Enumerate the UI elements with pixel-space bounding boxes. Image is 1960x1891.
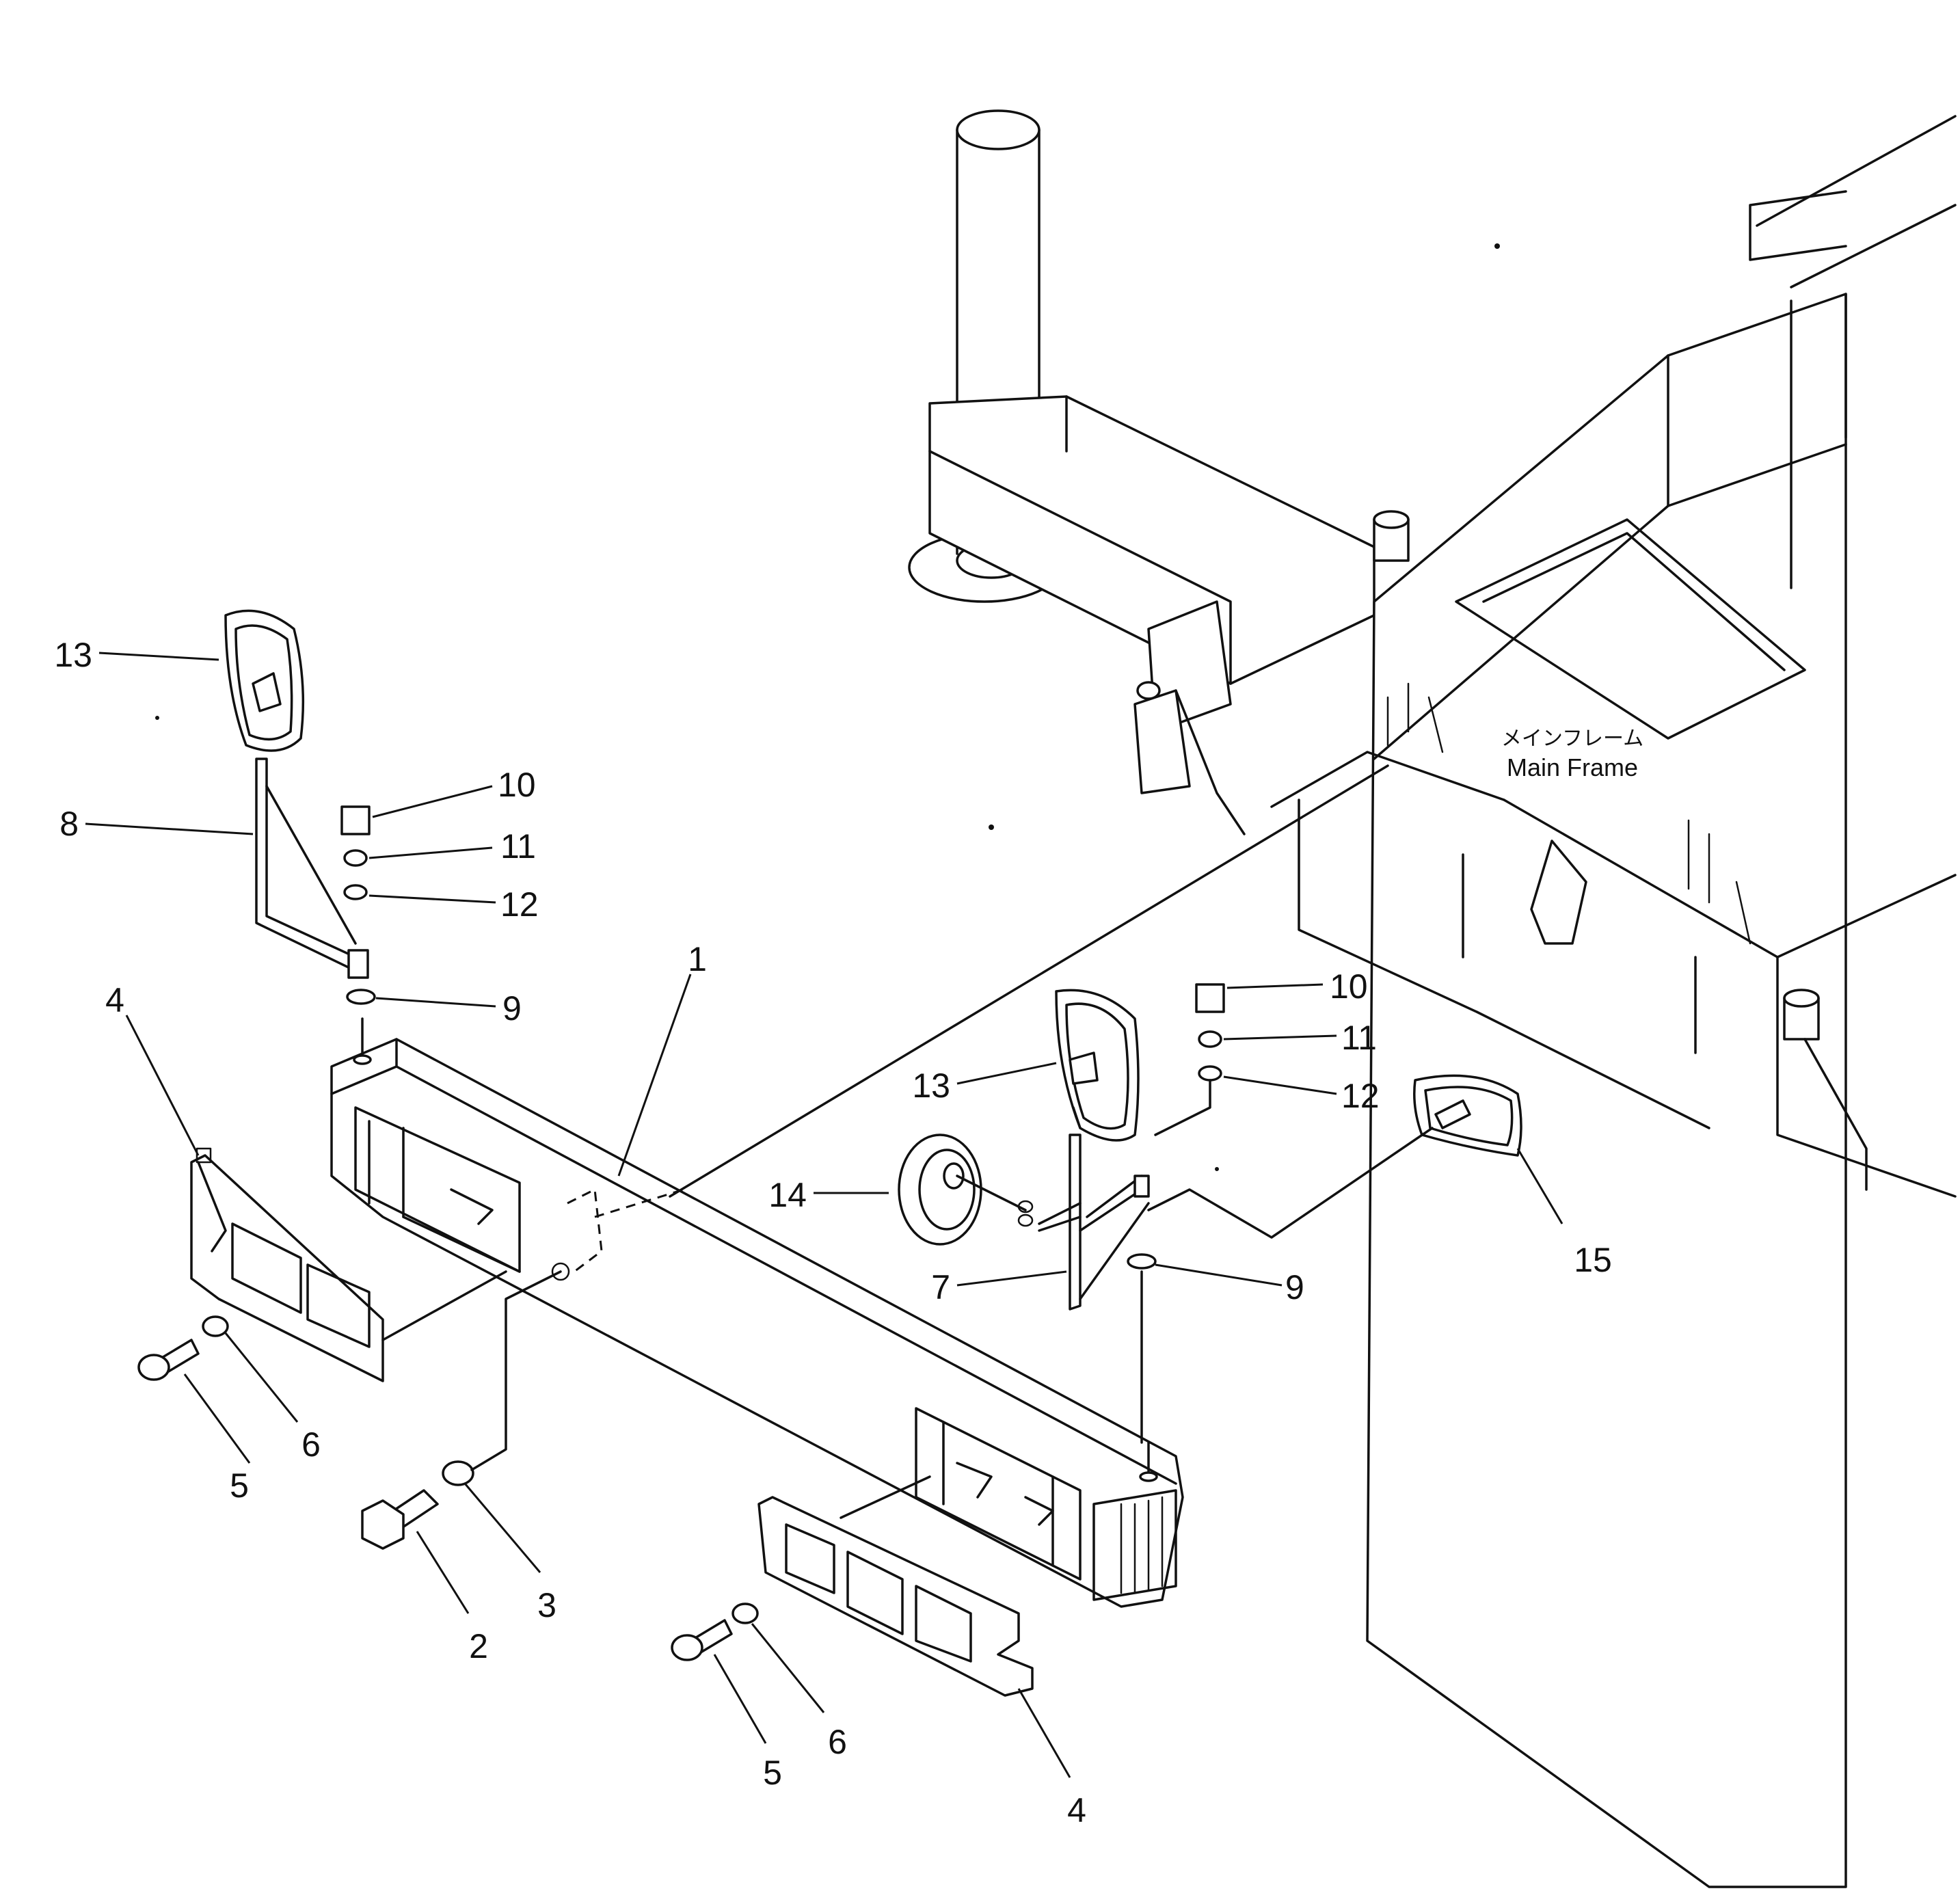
callout-11-right: 11: [1341, 1019, 1377, 1057]
callouts: 1 2 3 4 4 5 5 6 6 7 8 9 9 10 10 11 11 12…: [54, 636, 1611, 1829]
mirror-stay-8: [255, 757, 369, 979]
main-frame-label-jp: メインフレーム: [1501, 727, 1643, 751]
callout-10-right: 10: [1330, 967, 1368, 1006]
washer-3: [442, 1460, 474, 1486]
main-frame-label-en: Main Frame: [1507, 753, 1638, 781]
washer-6-right: [731, 1602, 759, 1624]
main-frame: メインフレーム Main Frame: [908, 109, 1957, 1888]
leader-lines: [85, 652, 1563, 1778]
washer-12-left: [343, 884, 368, 900]
bolt-2: [361, 1489, 439, 1550]
washer-12-right: [1198, 1065, 1222, 1082]
callout-13-left: 13: [54, 636, 92, 674]
rear-lamp-15: [1147, 1074, 1522, 1239]
callout-1: 1: [688, 940, 707, 978]
callout-12-left: 12: [500, 885, 539, 924]
callout-13-right: 13: [912, 1067, 950, 1105]
callout-6-right: 6: [828, 1723, 847, 1761]
washer-3-leader-line: [470, 1270, 562, 1471]
lock-washer-11-right: [1198, 1030, 1222, 1048]
left-cover-4: [190, 1147, 507, 1382]
nut-10-right: [1195, 983, 1225, 1013]
callout-6-left: 6: [301, 1425, 321, 1464]
scan-speckles: [155, 243, 1500, 1171]
mirror-stay-7: [1038, 1106, 1150, 1311]
callout-10-left: 10: [498, 766, 536, 804]
callout-15: 15: [1574, 1241, 1612, 1279]
washer-9-right: [1127, 1253, 1157, 1270]
callout-4-right: 4: [1067, 1791, 1086, 1829]
frame-reference-line: [669, 764, 1389, 1198]
callout-5-right: 5: [763, 1754, 782, 1792]
right-cover-4: [757, 1475, 1034, 1697]
washer-9-left: [346, 989, 376, 1005]
washer-12-right-line: [1154, 1079, 1211, 1136]
callout-5-left: 5: [230, 1466, 249, 1505]
callout-9-left: 9: [502, 989, 522, 1028]
callout-2: 2: [469, 1627, 488, 1665]
mirror-13-right: [1055, 989, 1140, 1142]
callout-14: 14: [768, 1176, 807, 1214]
screw-5-right: [671, 1619, 733, 1661]
callout-11-left: 11: [500, 827, 536, 866]
callout-3: 3: [537, 1586, 556, 1624]
callout-7: 7: [931, 1268, 950, 1306]
bumper-beam: [330, 1017, 1184, 1608]
callout-9-right: 9: [1285, 1268, 1304, 1306]
nut-10-left: [340, 805, 371, 835]
callout-12-right: 12: [1341, 1077, 1380, 1115]
screw-5-left: [137, 1339, 200, 1381]
callout-4-left: 4: [105, 981, 124, 1019]
callout-8: 8: [59, 805, 79, 843]
lock-washer-11-left: [343, 849, 368, 867]
convex-mirror-14: [898, 1134, 1034, 1246]
mirror-13-left: [224, 609, 305, 752]
washer-6-left: [202, 1315, 229, 1337]
